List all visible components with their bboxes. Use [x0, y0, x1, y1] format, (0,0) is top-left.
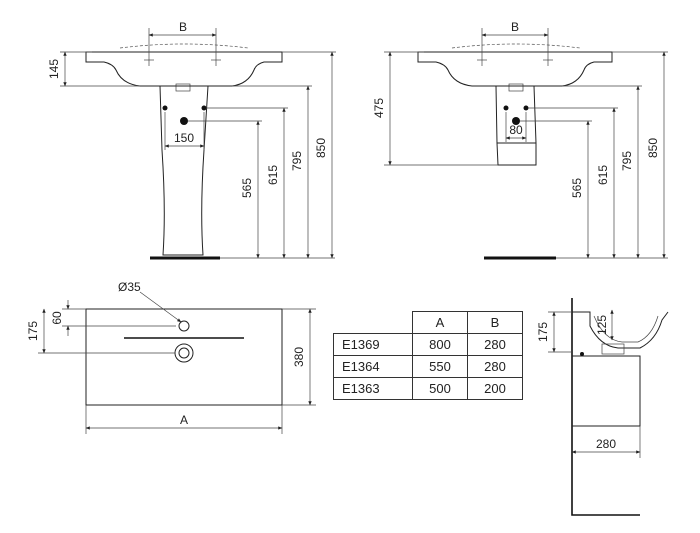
plan-dim-hole: Ø35 — [118, 280, 141, 294]
section-dim-175: 175 — [536, 322, 550, 342]
side-connection-left — [503, 105, 509, 111]
spec-code: E1369 — [333, 333, 413, 356]
side-overflow — [508, 83, 524, 92]
spec-header-b: B — [467, 311, 523, 334]
side-waste-point — [512, 117, 520, 125]
side-dim-615: 615 — [596, 165, 610, 185]
section-wall — [571, 298, 640, 516]
side-basin-inner-dash — [451, 43, 581, 49]
plan-view: Ø35 60 175 380 A — [26, 280, 316, 434]
section-basin-profile — [572, 311, 669, 349]
front-dim-795: 795 — [290, 151, 304, 171]
plan-dim-a: A — [180, 413, 188, 427]
front-waste-point — [180, 117, 188, 125]
side-dim-795: 795 — [620, 151, 634, 171]
table-row: E1364 550 280 — [333, 355, 523, 378]
tap-hole-left-marker — [144, 55, 154, 66]
side-dim-475: 475 — [372, 98, 386, 118]
side-basin-outline — [417, 51, 613, 87]
section-trap — [601, 343, 625, 355]
front-dim-150: 150 — [174, 131, 194, 145]
front-dim-615: 615 — [266, 165, 280, 185]
side-tap-hole-left-marker — [477, 55, 487, 66]
spec-table: A B E1369 800 280 E1364 550 280 E1363 50… — [333, 311, 523, 400]
section-semi-pedestal — [572, 355, 641, 427]
front-pedestal — [159, 85, 209, 256]
plan-dim-380: 380 — [292, 347, 306, 367]
plan-waste-outer — [174, 343, 194, 363]
spec-value-b: 280 — [467, 355, 523, 378]
front-basin-inner-dash — [119, 43, 249, 49]
spec-value-a: 800 — [412, 333, 468, 356]
plan-tap-hole — [178, 320, 190, 332]
spec-header-a: A — [412, 311, 468, 334]
front-overflow — [175, 83, 191, 92]
section-basin-inner — [593, 315, 659, 343]
front-dim-145: 145 — [47, 59, 61, 79]
table-row: E1363 500 200 — [333, 377, 523, 400]
plan-waste-inner — [178, 347, 190, 359]
front-connection-right — [201, 105, 207, 111]
spec-table-header-row: A B — [333, 311, 523, 334]
section-view: 175 125 280 — [536, 298, 669, 516]
spec-value-b: 200 — [467, 377, 523, 400]
front-basin-outline — [85, 51, 283, 87]
front-dim-850: 850 — [314, 138, 328, 158]
semi-pedestal-view: B 475 80 565 615 795 850 — [372, 20, 668, 260]
table-row: E1369 800 280 — [333, 333, 523, 356]
spec-code: E1364 — [333, 355, 413, 378]
spec-table-corner — [333, 311, 413, 334]
front-dim-b: B — [179, 20, 187, 34]
front-view: B 145 150 565 615 795 850 — [47, 20, 336, 260]
front-connection-left — [162, 105, 168, 111]
spec-code: E1363 — [333, 377, 413, 400]
section-dim-280: 280 — [596, 437, 616, 451]
section-dim-125: 125 — [595, 315, 609, 335]
spec-value-a: 550 — [412, 355, 468, 378]
side-dim-850: 850 — [646, 138, 660, 158]
side-dim-565: 565 — [570, 178, 584, 198]
section-connection — [580, 352, 584, 356]
side-dim-80: 80 — [509, 123, 523, 137]
spec-value-a: 500 — [412, 377, 468, 400]
tap-hole-right-marker — [211, 55, 221, 66]
side-dim-b: B — [511, 20, 519, 34]
plan-dim-60: 60 — [50, 311, 64, 325]
plan-basin-outline — [85, 308, 283, 406]
side-connection-right — [523, 105, 529, 111]
side-tap-hole-right-marker — [543, 55, 553, 66]
plan-dim-175: 175 — [26, 321, 40, 341]
spec-value-b: 280 — [467, 333, 523, 356]
front-dim-565: 565 — [240, 178, 254, 198]
